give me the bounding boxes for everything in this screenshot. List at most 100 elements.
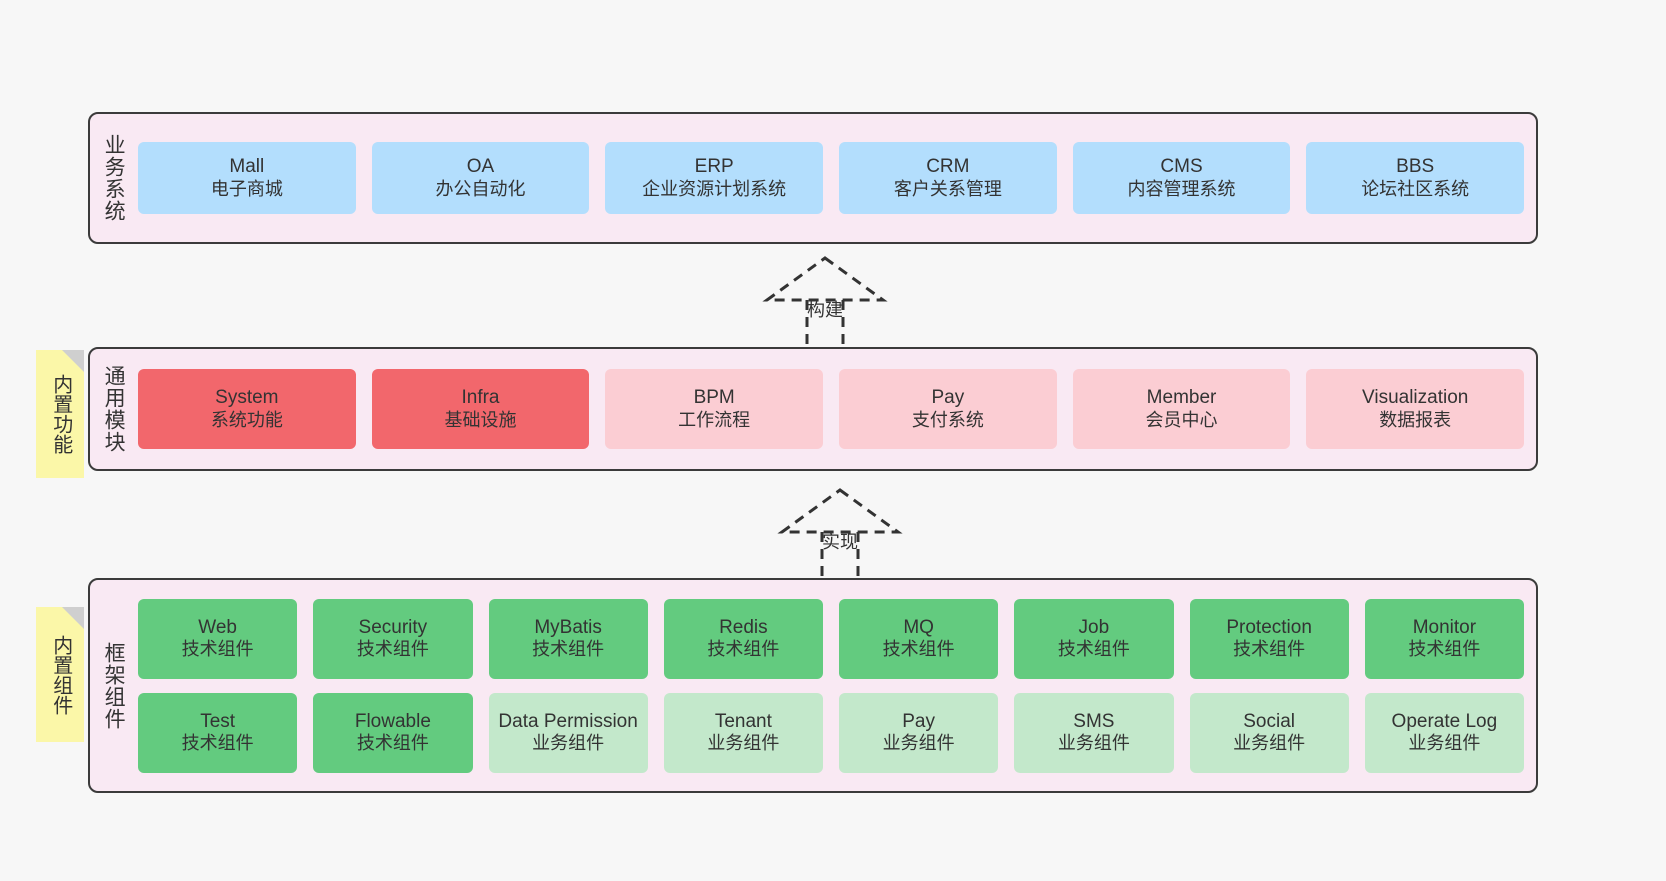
- node-title: Redis: [719, 616, 768, 638]
- node-subtitle: 业务组件: [882, 733, 955, 754]
- node-title: BBS: [1396, 156, 1435, 178]
- node-title: Flowable: [354, 710, 431, 732]
- layer-title-common: 通用模块: [102, 365, 126, 453]
- node-title: SMS: [1073, 710, 1115, 732]
- node-subtitle: 技术组件: [532, 639, 605, 660]
- node-title: Test: [200, 710, 236, 732]
- page-fold-icon: [62, 350, 84, 372]
- node-title: Operate Log: [1391, 710, 1498, 732]
- node-title: Mall: [229, 156, 265, 178]
- page-fold-icon: [62, 607, 84, 629]
- node-subtitle: 系统功能: [210, 409, 283, 430]
- node-subtitle: 技术组件: [707, 639, 780, 660]
- node-title: ERP: [694, 156, 734, 178]
- node-title: Data Permission: [498, 710, 638, 732]
- node-subtitle: 基础设施: [444, 409, 517, 430]
- node-subtitle: 工作流程: [678, 409, 751, 430]
- sticky-note-label: 内置组件: [49, 634, 72, 715]
- node-title: Pay: [902, 710, 935, 732]
- node-title: CRM: [926, 156, 970, 178]
- node-title: Security: [358, 616, 428, 638]
- node-subtitle: 客户关系管理: [893, 178, 1002, 199]
- node-title: Member: [1146, 387, 1217, 409]
- node-subtitle: 技术组件: [1233, 639, 1306, 660]
- node-subtitle: 技术组件: [356, 639, 429, 660]
- node-title: Monitor: [1412, 616, 1477, 638]
- node-subtitle: 业务组件: [707, 733, 780, 754]
- sticky-note-label: 内置功能: [49, 374, 72, 454]
- node-subtitle: 技术组件: [181, 639, 254, 660]
- sticky-note-common: 内置功能: [36, 350, 84, 478]
- node-title: Pay: [931, 387, 965, 409]
- node-title: MQ: [903, 616, 934, 638]
- node-subtitle: 技术组件: [356, 733, 429, 754]
- node-subtitle: 技术组件: [882, 639, 955, 660]
- layer-title-business: 业务系统: [102, 134, 126, 222]
- node-subtitle: 论坛社区系统: [1361, 178, 1470, 199]
- connector-build: 构建: [735, 252, 915, 344]
- node-title: CMS: [1160, 156, 1203, 178]
- arrow-stem-icon: [805, 300, 845, 344]
- connector-label-realize: 实现: [822, 532, 858, 552]
- sticky-note-framework: 内置组件: [36, 607, 84, 742]
- node-subtitle: 业务组件: [1408, 733, 1481, 754]
- arrow-stem-icon: [820, 532, 860, 576]
- arrow-head-icon: [777, 488, 903, 534]
- node-subtitle: 数据报表: [1379, 409, 1452, 430]
- node-title: Infra: [461, 387, 500, 409]
- node-subtitle: 会员中心: [1145, 409, 1218, 430]
- node-title: OA: [466, 156, 495, 178]
- node-subtitle: 业务组件: [1233, 733, 1306, 754]
- layer-title-framework: 框架组件: [102, 641, 126, 730]
- node-title: Visualization: [1362, 387, 1469, 409]
- arrow-head-icon: [762, 256, 888, 302]
- node-title: Protection: [1226, 616, 1312, 638]
- node-title: System: [215, 387, 279, 409]
- node-subtitle: 技术组件: [181, 733, 254, 754]
- node-subtitle: 技术组件: [1408, 639, 1481, 660]
- node-title: Social: [1243, 710, 1295, 732]
- node-title: Tenant: [714, 710, 772, 732]
- node-title: Job: [1078, 616, 1110, 638]
- connector-realize: 实现: [750, 484, 930, 576]
- node-subtitle: 业务组件: [532, 733, 605, 754]
- node-subtitle: 支付系统: [911, 409, 984, 430]
